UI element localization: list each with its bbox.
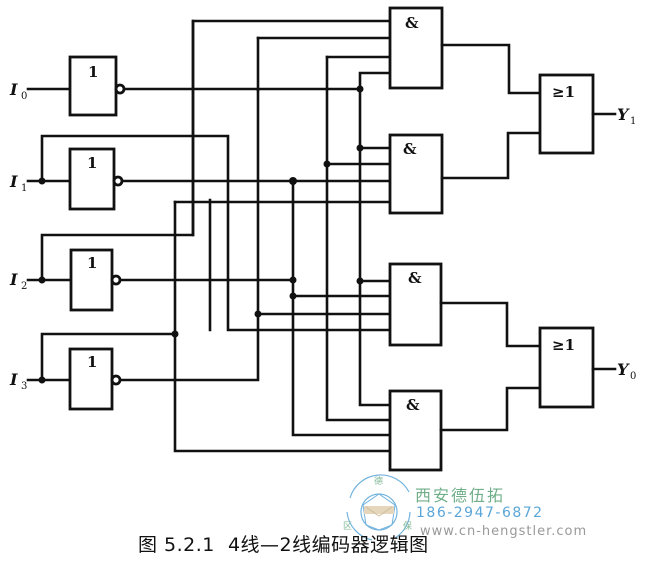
- output-label-y0: Y 0: [617, 360, 636, 382]
- input-label-i1: I 1: [9, 172, 27, 194]
- and-gate-3: &: [388, 262, 443, 347]
- svg-text:≥1: ≥1: [552, 83, 575, 101]
- svg-text:1: 1: [88, 63, 98, 81]
- watermark-company: 西安德伍拓: [415, 486, 506, 505]
- svg-text:2: 2: [21, 281, 27, 292]
- and-gate-4: &: [388, 389, 443, 472]
- svg-text:德: 德: [374, 475, 383, 487]
- input-label-i3: I 3: [9, 370, 27, 392]
- svg-text:1: 1: [87, 254, 97, 272]
- svg-text:I: I: [9, 80, 18, 99]
- watermark-phone: 186-2947-6872: [416, 505, 544, 521]
- svg-text:Y: Y: [617, 105, 630, 124]
- svg-text:1: 1: [630, 116, 636, 127]
- svg-text:3: 3: [21, 381, 27, 392]
- figure-caption: 图 5.2.1 4线—2线编码器逻辑图: [138, 534, 429, 556]
- input-label-i0: I 0: [9, 80, 27, 102]
- svg-text:区: 区: [343, 521, 352, 532]
- not-gate-i1: 1: [68, 147, 124, 211]
- output-label-y1: Y 1: [617, 105, 636, 127]
- not-gate-i3: 1: [68, 347, 122, 411]
- inverted-bus: [118, 19, 392, 453]
- svg-text:I: I: [9, 270, 18, 289]
- and-to-or-wires: [439, 43, 542, 432]
- svg-text:&: &: [408, 269, 422, 287]
- output-wires: [591, 112, 617, 371]
- svg-text:0: 0: [630, 371, 636, 382]
- input-label-i2: I 2: [9, 270, 27, 292]
- svg-text:I: I: [9, 370, 18, 389]
- input-wires: [26, 87, 72, 382]
- svg-text:&: &: [406, 396, 420, 414]
- svg-text:I: I: [9, 172, 18, 191]
- svg-text:≥1: ≥1: [552, 336, 575, 354]
- svg-text:0: 0: [21, 91, 27, 102]
- svg-text:&: &: [403, 140, 417, 158]
- svg-text:&: &: [405, 14, 419, 32]
- svg-text:保: 保: [403, 520, 412, 532]
- or-gate-y0: ≥1: [538, 326, 595, 409]
- and-gate-1: &: [388, 6, 444, 90]
- svg-text:1: 1: [87, 154, 97, 172]
- svg-text:Y: Y: [617, 360, 630, 379]
- svg-text:1: 1: [87, 353, 97, 371]
- watermark-url: www.cn-hengstler.com: [420, 524, 588, 539]
- and-gate-2: &: [388, 133, 444, 215]
- or-gate-y1: ≥1: [538, 73, 595, 155]
- watermark-logo-icon: 德 区 保: [343, 474, 412, 541]
- svg-text:1: 1: [21, 183, 27, 194]
- not-gate-i0: 1: [68, 55, 126, 117]
- not-gate-i2: 1: [69, 248, 122, 312]
